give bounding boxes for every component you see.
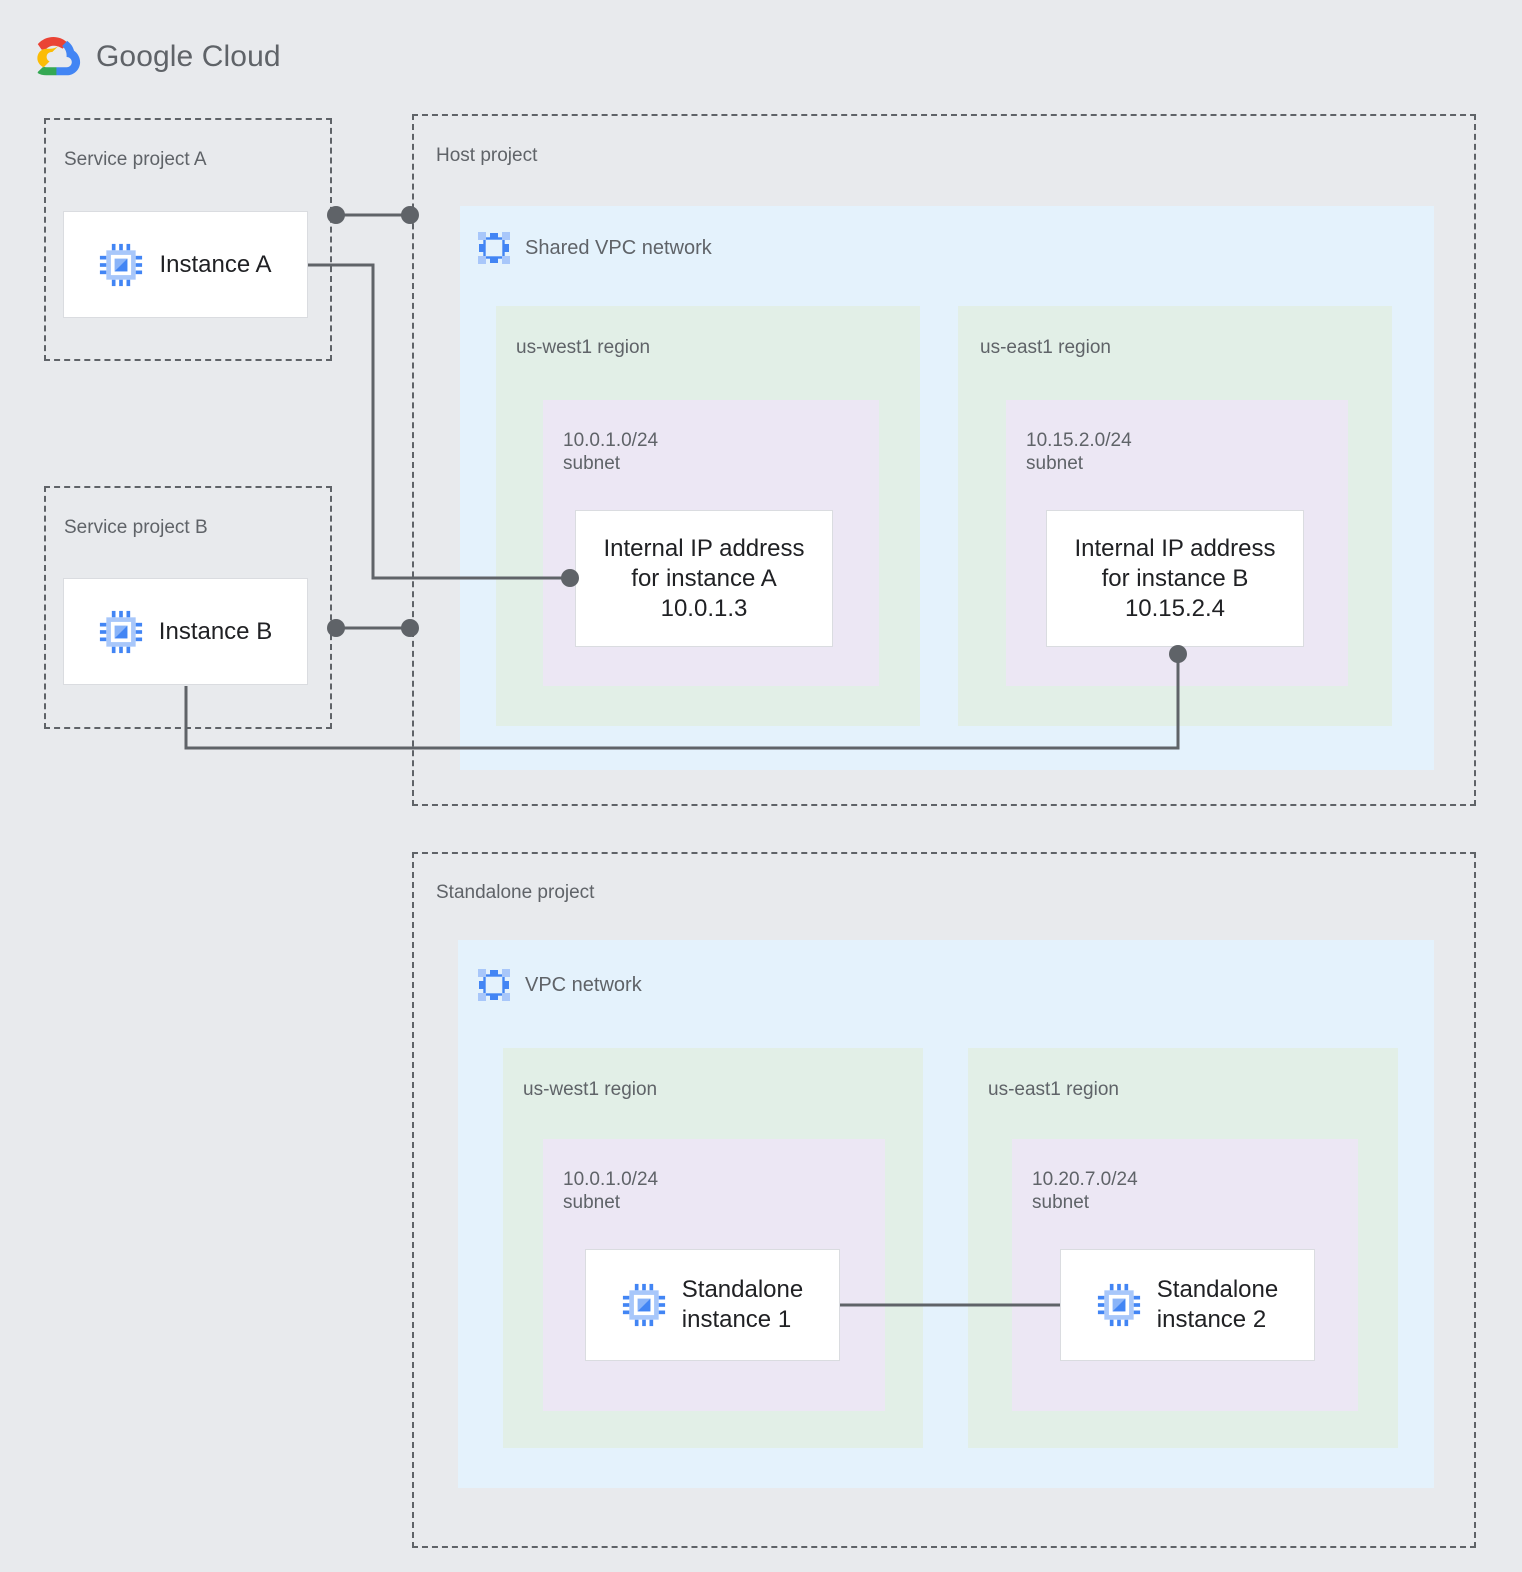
instance-b-card[interactable]: Instance B: [63, 578, 308, 685]
standalone-subnet-10-20-7-0-label: 10.20.7.0/24 subnet: [1032, 1169, 1138, 1213]
standalone-instance-1-card[interactable]: Standalone instance 1: [585, 1249, 840, 1361]
service-project-a-label: Service project A: [64, 149, 207, 170]
host-subnet-10-0-1-0-label: 10.0.1.0/24 subnet: [563, 430, 659, 474]
standalone-instance-2-card[interactable]: Standalone instance 2: [1060, 1249, 1315, 1361]
brand-logo: Google Cloud: [36, 36, 281, 78]
standalone-subnet-10-0-1-0-label: 10.0.1.0/24 subnet: [563, 1169, 659, 1213]
internal-ip-instance-a-label: Internal IP address for instance A 10.0.…: [603, 534, 805, 622]
standalone-vpc-network-header: VPC network: [477, 968, 642, 1002]
compute-instance-icon: [622, 1283, 665, 1327]
host-region-us-east1-label: us-east1 region: [980, 337, 1111, 358]
vpc-network-icon: [477, 968, 511, 1002]
instance-a-label: Instance A: [159, 250, 272, 278]
host-region-us-west1-label: us-west1 region: [516, 337, 651, 358]
shared-vpc-network-label: Shared VPC network: [525, 236, 712, 259]
compute-instance-icon: [99, 610, 142, 653]
standalone-region-us-west1-label: us-west1 region: [523, 1079, 658, 1100]
internal-ip-instance-b-label: Internal IP address for instance B 10.15…: [1074, 534, 1276, 622]
standalone-project-label: Standalone project: [436, 882, 595, 903]
internal-ip-instance-b-card[interactable]: Internal IP address for instance B 10.15…: [1046, 510, 1304, 647]
standalone-vpc-network-label: VPC network: [525, 973, 642, 996]
internal-ip-instance-a-card[interactable]: Internal IP address for instance A 10.0.…: [575, 510, 833, 647]
service-project-b-label: Service project B: [64, 517, 208, 538]
host-subnet-10-15-2-0-label: 10.15.2.0/24 subnet: [1026, 430, 1132, 474]
shared-vpc-network-header: Shared VPC network: [477, 231, 712, 265]
google-cloud-logo-icon: [37, 36, 81, 76]
compute-instance-icon: [100, 243, 143, 286]
service-project-a-group: [44, 118, 332, 361]
standalone-region-us-east1-label: us-east1 region: [988, 1079, 1119, 1100]
standalone-instance-2-label: Standalone instance 2: [1156, 1276, 1279, 1333]
compute-instance-icon: [1097, 1283, 1140, 1327]
brand-name: Google Cloud: [96, 40, 281, 73]
vpc-network-icon: [477, 231, 511, 265]
instance-a-card[interactable]: Instance A: [63, 211, 308, 318]
standalone-instance-1-label: Standalone instance 1: [681, 1276, 804, 1333]
instance-b-label: Instance B: [158, 617, 273, 645]
host-project-label: Host project: [436, 145, 538, 166]
standalone-project-group: [412, 852, 1476, 1548]
